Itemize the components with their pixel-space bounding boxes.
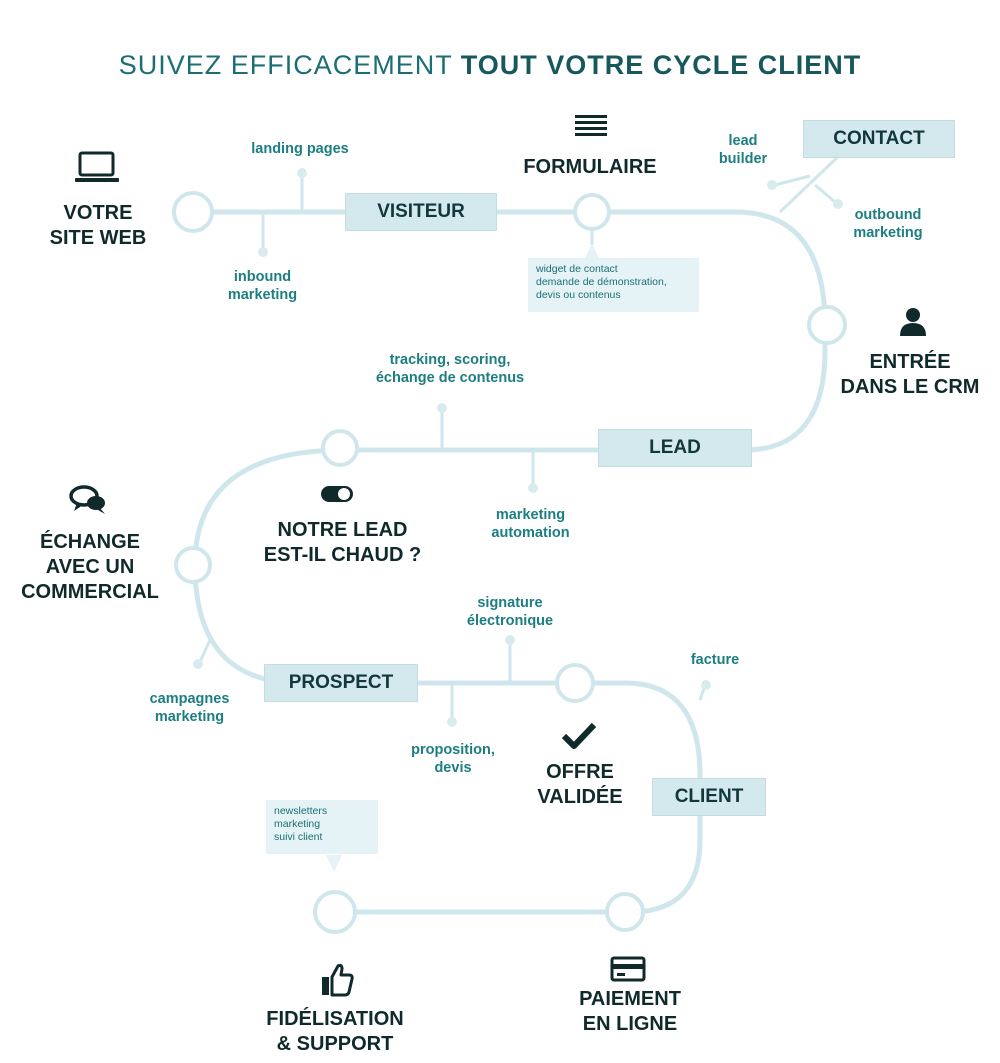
label-entree-crm: ENTRÉE DANS LE CRM bbox=[840, 351, 980, 398]
note-marketing-automation: marketing automation bbox=[491, 507, 570, 541]
note-landing-pages: landing pages bbox=[251, 141, 349, 157]
user-icon bbox=[900, 308, 926, 336]
node-crm bbox=[807, 305, 847, 345]
chat-icon bbox=[69, 485, 105, 514]
node-paiement bbox=[605, 892, 645, 932]
node-site-web bbox=[172, 191, 214, 233]
stage-visiteur: VISITEUR bbox=[345, 193, 497, 231]
node-fidelisation bbox=[313, 890, 357, 934]
label-lead-chaud: NOTRE LEAD EST-IL CHAUD ? bbox=[263, 519, 422, 566]
label-formulaire: FORMULAIRE bbox=[523, 156, 657, 178]
list-icon bbox=[575, 115, 607, 136]
stage-contact: CONTACT bbox=[803, 120, 955, 158]
label-echange: ÉCHANGE AVEC UN COMMERCIAL bbox=[21, 531, 159, 603]
note-tracking: tracking, scoring, échange de contenus bbox=[375, 352, 525, 386]
step-nodes bbox=[172, 191, 847, 934]
stage-lead: LEAD bbox=[598, 429, 752, 467]
title-normal: SUIVEZ EFFICACEMENT bbox=[118, 50, 461, 80]
toggle-icon bbox=[321, 486, 353, 502]
newsletters-bubble-pointer bbox=[326, 855, 342, 872]
stage-prospect: PROSPECT bbox=[264, 664, 418, 702]
branch-lines bbox=[198, 148, 847, 720]
label-fidelisation: FIDÉLISATION & SUPPORT bbox=[266, 1008, 404, 1055]
note-proposition: proposition, devis bbox=[411, 742, 495, 776]
node-formulaire bbox=[573, 193, 611, 231]
label-offre: OFFRE VALIDÉE bbox=[537, 761, 623, 808]
node-echange bbox=[174, 546, 212, 584]
bubble-newsletters: newsletters marketing suivi client bbox=[266, 800, 378, 854]
check-icon bbox=[562, 722, 596, 749]
widget-bubble-pointer bbox=[585, 244, 599, 258]
credit-card-icon bbox=[610, 956, 646, 982]
label-site-web: VOTRE SITE WEB bbox=[49, 202, 147, 249]
thumbs-up-icon bbox=[322, 963, 354, 997]
label-paiement: PAIEMENT EN LIGNE bbox=[579, 988, 681, 1035]
title-bold: TOUT VOTRE CYCLE CLIENT bbox=[460, 50, 862, 80]
stage-client: CLIENT bbox=[652, 778, 766, 816]
note-campagnes: campagnes marketing bbox=[149, 691, 230, 725]
page-title: SUIVEZ EFFICACEMENT TOUT VOTRE CYCLE CLI… bbox=[0, 50, 980, 81]
bubble-widget: widget de contact demande de démonstrati… bbox=[528, 258, 699, 312]
note-signature: signature électronique bbox=[466, 595, 554, 629]
laptop-icon bbox=[75, 151, 119, 182]
note-dots bbox=[193, 168, 843, 727]
node-lead-chaud bbox=[321, 429, 359, 467]
note-lead-builder: lead builder bbox=[718, 133, 768, 167]
note-outbound: outbound marketing bbox=[853, 207, 923, 241]
node-offre bbox=[555, 663, 595, 703]
note-inbound: inbound marketing bbox=[227, 269, 298, 303]
note-facture: facture bbox=[690, 652, 740, 668]
